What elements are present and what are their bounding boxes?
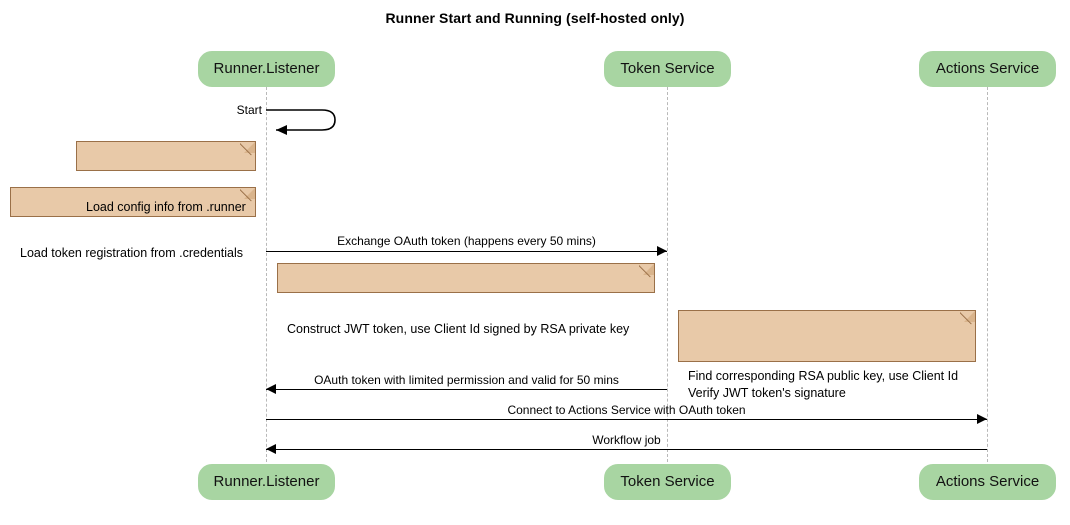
message-label-start: Start [236, 103, 262, 117]
participant-token-top[interactable]: Token Service [604, 51, 731, 87]
participant-actions-bottom[interactable]: Actions Service [919, 464, 1056, 500]
arrow-head-oauth-token-returned [266, 384, 276, 394]
message-line-oauth-token-returned [266, 389, 667, 390]
arrow-head-connect-actions-service [977, 414, 987, 424]
message-line-connect-actions-service [266, 419, 987, 420]
note-fold-edge-icon [240, 142, 255, 157]
lifeline-runner [266, 87, 267, 462]
participant-token-bottom[interactable]: Token Service [604, 464, 731, 500]
note-text: Load token registration from .credential… [20, 246, 244, 260]
message-label-oauth-token-returned: OAuth token with limited permission and … [314, 373, 619, 387]
note-construct-jwt: Construct JWT token, use Client Id signe… [277, 263, 655, 336]
arrow-head-workflow-job [266, 444, 276, 454]
participant-runner-top[interactable]: Runner.Listener [198, 51, 335, 87]
note-fold-edge-icon [960, 311, 975, 326]
participant-actions-top[interactable]: Actions Service [919, 51, 1056, 87]
message-label-connect-actions-service: Connect to Actions Service with OAuth to… [507, 403, 746, 417]
note-load-token-registration: Load token registration from .credential… [10, 187, 256, 260]
participant-runner-bottom[interactable]: Runner.Listener [198, 464, 335, 500]
page-title: Runner Start and Running (self-hosted on… [385, 10, 685, 26]
message-label-workflow-job: Workflow job [592, 433, 661, 447]
note-verify-jwt: Find corresponding RSA public key, use C… [678, 310, 976, 400]
self-message-start [266, 109, 336, 135]
message-label-exchange-oauth-token: Exchange OAuth token (happens every 50 m… [337, 234, 596, 248]
note-load-config: Load config info from .runner [76, 141, 256, 214]
message-line-exchange-oauth-token [266, 251, 667, 252]
note-text: Find corresponding RSA public key, use C… [688, 369, 959, 400]
lifeline-actions [987, 87, 988, 462]
lifeline-token [667, 87, 668, 462]
message-line-workflow-job [266, 449, 987, 450]
arrow-head-exchange-oauth-token [657, 246, 667, 256]
note-fold-edge-icon [639, 264, 654, 279]
note-text: Load config info from .runner [86, 200, 246, 214]
note-text: Construct JWT token, use Client Id signe… [287, 322, 630, 336]
